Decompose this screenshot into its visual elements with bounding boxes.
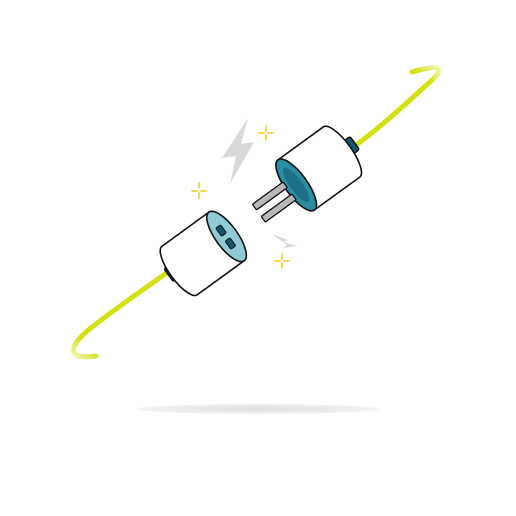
ground-shadow [137, 404, 379, 414]
lightning-bolt-icon [222, 118, 254, 184]
socket-slot [215, 224, 227, 237]
spark-icon [274, 253, 290, 269]
socket-slot [225, 237, 236, 250]
socket-face [206, 210, 248, 263]
right-cable [349, 65, 442, 151]
spark-icon [258, 125, 274, 141]
spark-icon [191, 182, 207, 199]
lightning-bolt-icon [272, 234, 298, 248]
prong-plug [252, 125, 363, 223]
left-cable [71, 269, 171, 360]
plug-prong [260, 193, 297, 223]
plug-prong [252, 181, 288, 211]
socket-plug [159, 210, 248, 297]
